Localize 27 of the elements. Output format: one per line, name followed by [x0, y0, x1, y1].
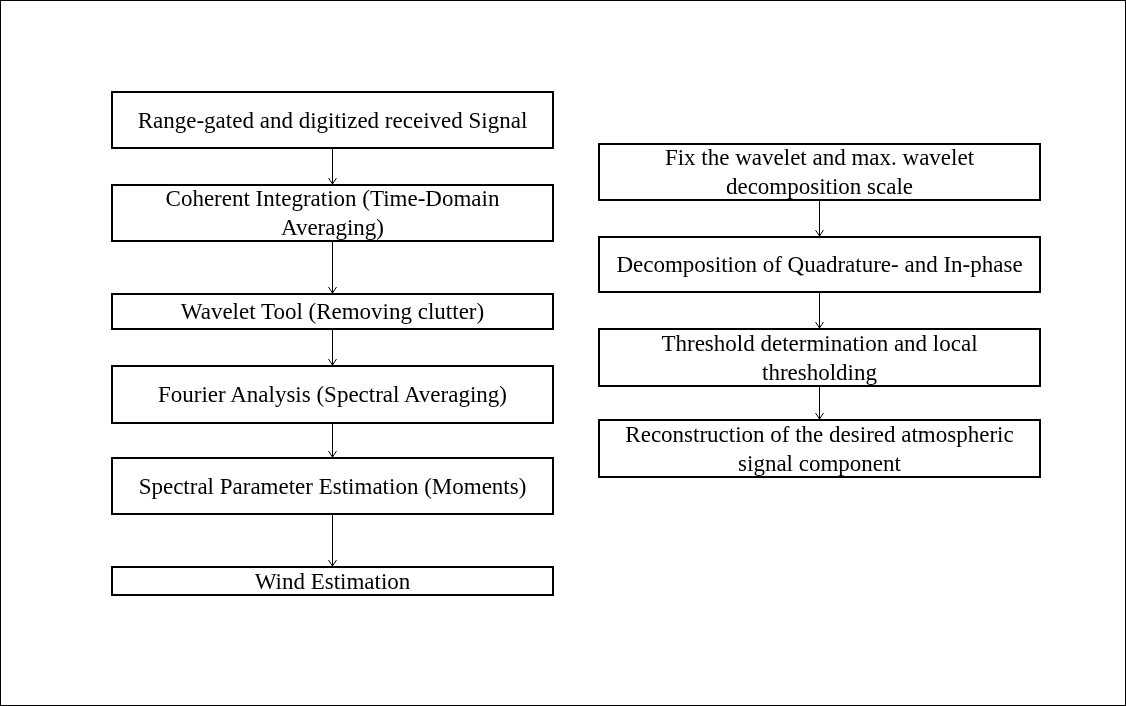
process-box — [598, 236, 1041, 293]
process-box — [598, 328, 1041, 387]
arrow — [815, 386, 824, 420]
arrow — [815, 292, 824, 329]
process-box — [111, 365, 554, 424]
box-label: Fix the wavelet and max. wavelet decomposition scale — [663, 144, 976, 201]
process-box — [111, 566, 554, 596]
box-label: Wavelet Tool (Removing clutter) — [180, 298, 485, 326]
process-box — [111, 91, 554, 149]
arrow — [328, 423, 337, 458]
box-label: Decomposition of Quadrature- and In-phase — [616, 251, 1023, 279]
box-label: Coherent Integration (Time-Domain Averaging) — [164, 185, 501, 242]
box-label: Spectral Parameter Estimation (Moments) — [138, 472, 527, 501]
process-box — [111, 184, 554, 242]
process-box — [111, 293, 554, 330]
arrow — [328, 329, 337, 366]
arrow — [328, 241, 337, 294]
arrow — [328, 148, 337, 185]
box-label: Fourier Analysis (Spectral Averaging) — [158, 381, 507, 409]
arrow — [815, 200, 824, 237]
box-label: Reconstruction of the desired atmospheric signal component — [624, 420, 1015, 478]
arrow — [328, 514, 337, 567]
box-label: Wind Estimation — [254, 567, 411, 596]
box-label: Threshold determination and local thresholding — [660, 329, 979, 387]
box-label: Range-gated and digitized received Signal — [137, 106, 528, 135]
process-box — [598, 143, 1041, 201]
process-box — [111, 457, 554, 515]
